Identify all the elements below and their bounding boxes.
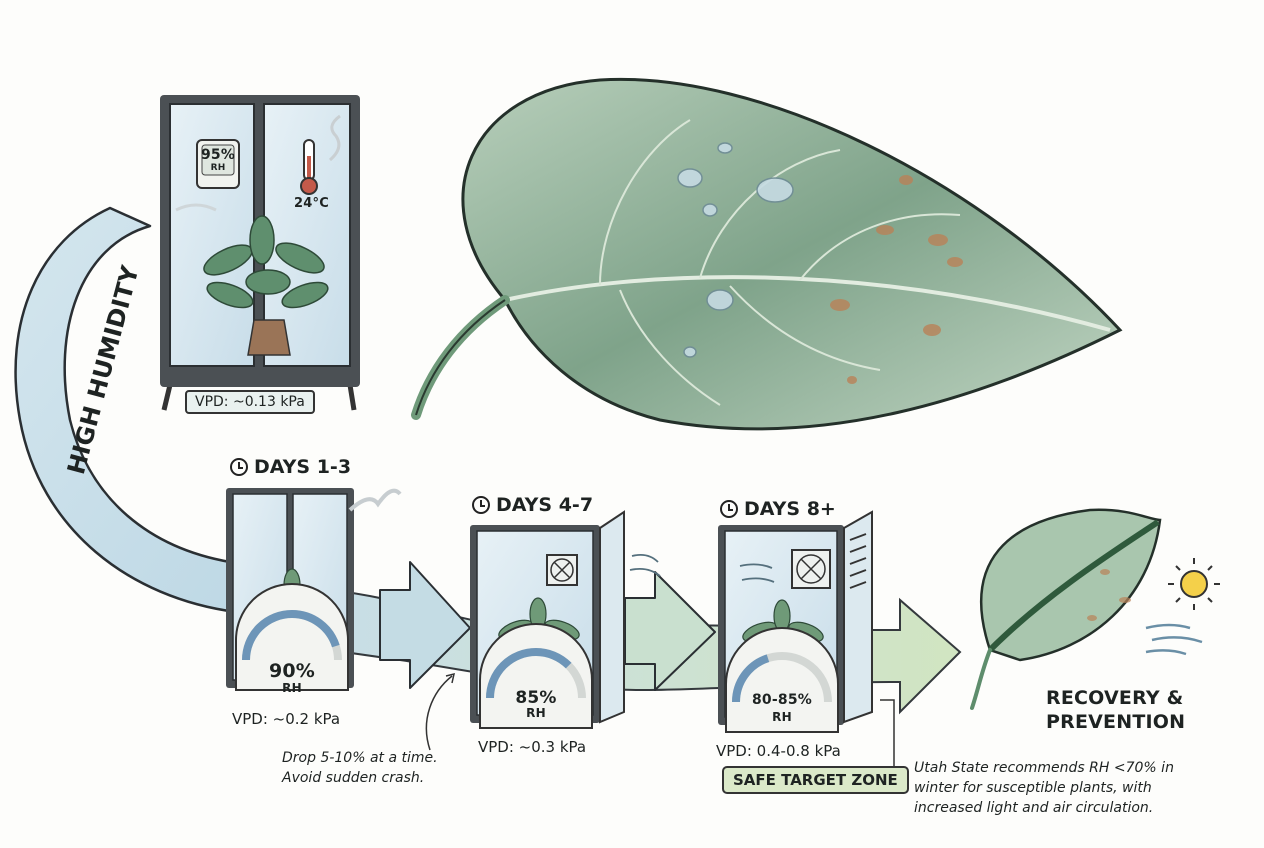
vpd-badge-top: VPD: ~0.13 kPa <box>185 390 315 414</box>
stage-3-rh-value: 80-85% <box>751 692 812 708</box>
stage-2-vpd: VPD: ~0.3 kPa <box>478 738 587 756</box>
recovery-title-line-2: PREVENTION <box>1046 711 1186 733</box>
drop-note-line-2: Avoid sudden crash. <box>282 770 425 786</box>
clock-icon <box>472 496 490 514</box>
stage-1-rh-value: 90% <box>268 660 316 682</box>
stage-2-title-text: DAYS 4-7 <box>496 494 594 516</box>
cabinet-high-humidity <box>160 95 360 411</box>
fan-icon <box>546 554 578 586</box>
stage-3-title: DAYS 8+ <box>720 498 836 520</box>
cabinet-days-4-7 <box>470 510 661 729</box>
stage-1-title: DAYS 1-3 <box>230 456 351 478</box>
wind-icon <box>1145 623 1203 656</box>
thermometer-icon <box>300 139 318 195</box>
recommendation-line-1: Utah State recommends RH <70% in <box>914 760 1174 776</box>
drop-note: Drop 5-10% at a time. Avoid sudden crash… <box>282 748 438 788</box>
large-leaf-illustration <box>411 77 1123 431</box>
recovery-leaf-illustration <box>970 508 1162 710</box>
recovery-title-line-1: RECOVERY & <box>1046 687 1184 709</box>
clock-icon <box>230 458 248 476</box>
fan-icon <box>791 549 831 589</box>
stage-2-title: DAYS 4-7 <box>472 494 593 516</box>
drop-note-line-1: Drop 5-10% at a time. <box>282 750 438 766</box>
temperature-readout: 24°C <box>294 196 329 211</box>
hygrometer-icon <box>196 139 240 189</box>
cabinet-days-1-3 <box>226 488 402 691</box>
stage-1-vpd: VPD: ~0.2 kPa <box>232 710 341 728</box>
clock-icon <box>720 500 738 518</box>
safe-target-zone-badge: SAFE TARGET ZONE <box>722 766 909 794</box>
recovery-title: RECOVERY & PREVENTION <box>1046 686 1185 734</box>
stage-3-rh-unit: RH <box>772 710 792 724</box>
hygrometer-value: 95% <box>200 147 236 163</box>
cabinet-days-8-plus <box>718 510 873 733</box>
stage-1-title-text: DAYS 1-3 <box>254 456 352 478</box>
stage-3-vpd: VPD: 0.4-0.8 kPa <box>716 742 841 760</box>
stage-3-title-text: DAYS 8+ <box>744 498 836 520</box>
stage-1-rh-unit: RH <box>282 681 302 695</box>
recommendation-line-2: winter for susceptible plants, with <box>914 780 1152 796</box>
sun-icon <box>1168 558 1220 610</box>
recommendation-note: Utah State recommends RH <70% in winter … <box>914 758 1174 818</box>
recommendation-line-3: increased light and air circulation. <box>914 800 1154 816</box>
hygrometer-unit: RH <box>210 163 226 173</box>
stage-2-rh-value: 85% <box>515 688 557 708</box>
stage-2-rh-unit: RH <box>526 706 546 720</box>
